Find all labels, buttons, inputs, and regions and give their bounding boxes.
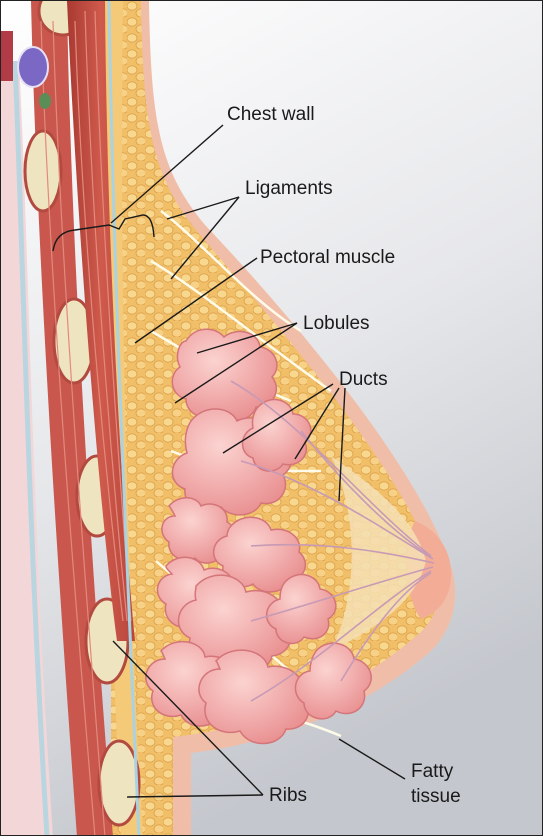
label-chest-wall: Chest wall	[227, 104, 315, 125]
label-ligaments: Ligaments	[245, 178, 333, 199]
label-ducts: Ducts	[339, 369, 388, 390]
top-left-tissue	[1, 31, 13, 81]
label-ribs: Ribs	[269, 785, 307, 806]
lymph-node	[39, 93, 51, 109]
label-fatty-tissue-line1: Fatty	[411, 761, 454, 782]
label-lobules: Lobules	[303, 313, 370, 334]
vessel	[18, 47, 48, 87]
label-pectoral-muscle: Pectoral muscle	[260, 247, 395, 268]
label-fatty-tissue-line2: tissue	[411, 786, 461, 807]
